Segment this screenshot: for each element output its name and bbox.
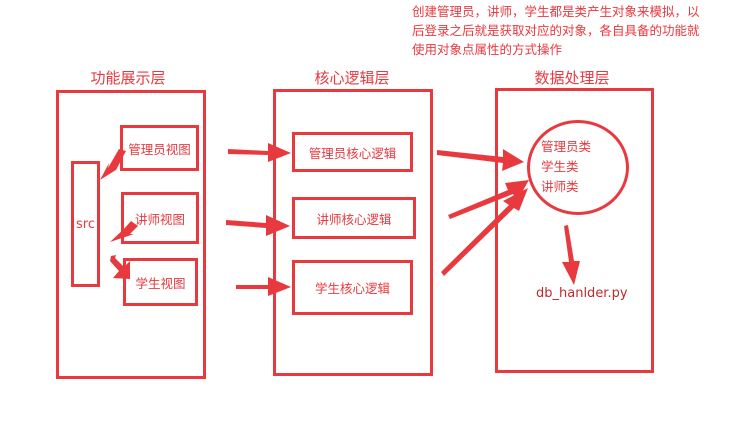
arrow-admin-core-to-classes bbox=[437, 149, 524, 171]
arrow-teacher-view-to-core bbox=[226, 215, 290, 236]
data-layer-title: 数据处理层 bbox=[534, 69, 610, 87]
student-core-label: 学生核心逻辑 bbox=[314, 281, 390, 296]
teacher-view-box: 讲师视图 bbox=[121, 192, 199, 244]
arrow-teacher-core-to-classes bbox=[448, 180, 529, 219]
annotation-line-2: 后登录之后就是获取对应的对象，各自具备的功能就 bbox=[412, 23, 700, 38]
student-view-box: 学生视图 bbox=[123, 258, 198, 306]
class-admin: 管理员类 bbox=[541, 139, 592, 154]
teacher-view-label: 讲师视图 bbox=[134, 211, 185, 227]
student-core-box: 学生核心逻辑 bbox=[292, 260, 413, 315]
classes-ellipse bbox=[527, 120, 629, 215]
presentation-layer-title: 功能展示层 bbox=[90, 69, 166, 87]
src-label: src bbox=[76, 216, 95, 232]
src-box: src bbox=[71, 161, 100, 287]
arrow-student-core-to-classes bbox=[441, 188, 528, 276]
student-view-label: 学生视图 bbox=[135, 275, 186, 291]
annotation-line-1: 创建管理员，讲师，学生都是类产生对象来模拟，以 bbox=[412, 4, 700, 19]
admin-view-box: 管理员视图 bbox=[120, 125, 199, 171]
data-layer-box bbox=[495, 88, 654, 373]
annotation-note: 创建管理员，讲师，学生都是类产生对象来模拟，以 后登录之后就是获取对应的对象，各… bbox=[412, 2, 722, 59]
db-handler-label: db_hanlder.py bbox=[536, 286, 628, 301]
class-teacher: 讲师类 bbox=[541, 179, 579, 194]
admin-core-label: 管理员核心逻辑 bbox=[308, 145, 397, 161]
class-student: 学生类 bbox=[541, 159, 579, 174]
arrow-student-view-to-core bbox=[236, 277, 291, 296]
core-layer-title: 核心逻辑层 bbox=[314, 69, 390, 87]
arrow-src-to-teacher-view bbox=[110, 221, 138, 242]
teacher-core-box: 讲师核心逻辑 bbox=[292, 197, 416, 239]
core-layer-box bbox=[273, 89, 433, 376]
admin-core-box: 管理员核心逻辑 bbox=[292, 132, 413, 172]
admin-view-label: 管理员视图 bbox=[128, 141, 191, 157]
classes-list: 管理员类 学生类 讲师类 bbox=[541, 137, 591, 197]
annotation-line-3: 使用对象点属性的方式操作 bbox=[412, 42, 563, 57]
arrow-src-to-student-view bbox=[110, 255, 130, 279]
arrow-classes-to-db-handler bbox=[562, 225, 580, 285]
arrow-src-to-admin-view bbox=[100, 149, 126, 180]
arrow-admin-view-to-core bbox=[228, 143, 291, 162]
presentation-layer-box bbox=[56, 90, 206, 379]
teacher-core-label: 讲师核心逻辑 bbox=[316, 211, 392, 227]
